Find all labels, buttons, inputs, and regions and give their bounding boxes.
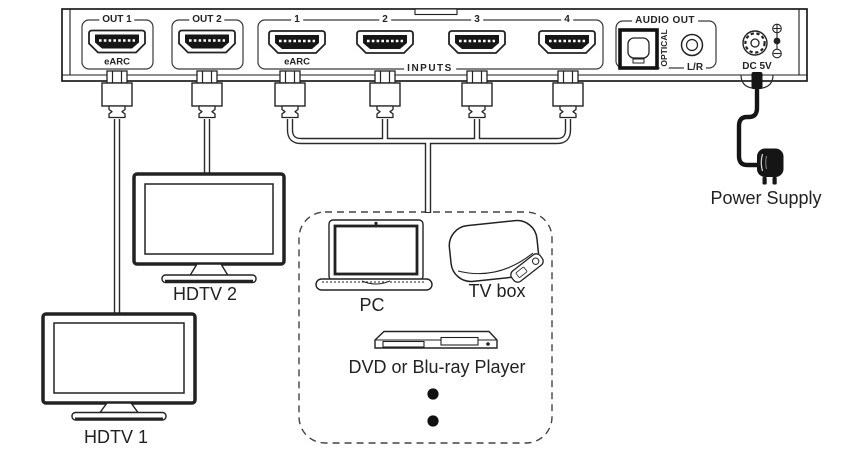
port-in4 xyxy=(537,29,597,55)
plug-in2 xyxy=(369,70,401,119)
lr-label: L/R xyxy=(683,63,707,73)
pc-label: PC xyxy=(359,295,385,315)
out1-earc-label: eARC xyxy=(102,56,132,68)
optical-port xyxy=(618,28,659,70)
port-in1 xyxy=(267,29,327,55)
power-cable xyxy=(736,83,760,168)
dc-plug xyxy=(751,72,763,89)
input1-label: 1 xyxy=(291,15,303,25)
plug-out1 xyxy=(101,70,133,119)
port-in3 xyxy=(447,29,507,55)
hdtv2-icon xyxy=(132,172,286,284)
audio-out-title: AUDIO OUT xyxy=(632,16,698,26)
tv-box-label: TV box xyxy=(468,281,526,301)
power-supply xyxy=(736,72,784,185)
out1-label: OUT 1 xyxy=(99,15,135,25)
polarity-icon xyxy=(772,23,782,59)
hdtv1-label: HDTV 1 xyxy=(83,427,149,447)
input3-label: 3 xyxy=(471,15,483,25)
input4-label: 4 xyxy=(561,15,573,25)
plug-in1 xyxy=(274,70,306,119)
power-supply-label: Power Supply xyxy=(710,188,822,208)
dc5v-label: DC 5V xyxy=(739,62,775,72)
port-out2 xyxy=(177,29,237,54)
panel-notch xyxy=(414,8,458,16)
input1-earc-label: eARC xyxy=(282,56,312,68)
port-in2 xyxy=(355,29,415,55)
hdmi-cables xyxy=(113,118,572,314)
plug-in3 xyxy=(461,70,493,119)
port-out1 xyxy=(87,29,147,54)
lr-jack xyxy=(680,33,704,57)
more-devices-dots xyxy=(427,388,439,427)
input2-label: 2 xyxy=(379,15,391,25)
plug-in4 xyxy=(552,70,584,119)
hdtv1-icon xyxy=(41,312,197,421)
laptop-icon xyxy=(315,219,433,291)
dvd-label: DVD or Blu-ray Player xyxy=(348,357,526,377)
hdtv2-label: HDTV 2 xyxy=(172,284,238,304)
plug-out2 xyxy=(191,70,223,119)
inputs-title: INPUTS xyxy=(404,64,456,74)
optical-label: OPTICAL xyxy=(658,27,669,69)
tv-box-icon xyxy=(448,219,544,283)
out2-label: OUT 2 xyxy=(189,15,225,25)
dc-jack xyxy=(742,30,768,56)
dvd-player-icon xyxy=(374,330,498,349)
power-adapter-icon xyxy=(757,148,784,185)
remote-icon xyxy=(510,253,544,283)
